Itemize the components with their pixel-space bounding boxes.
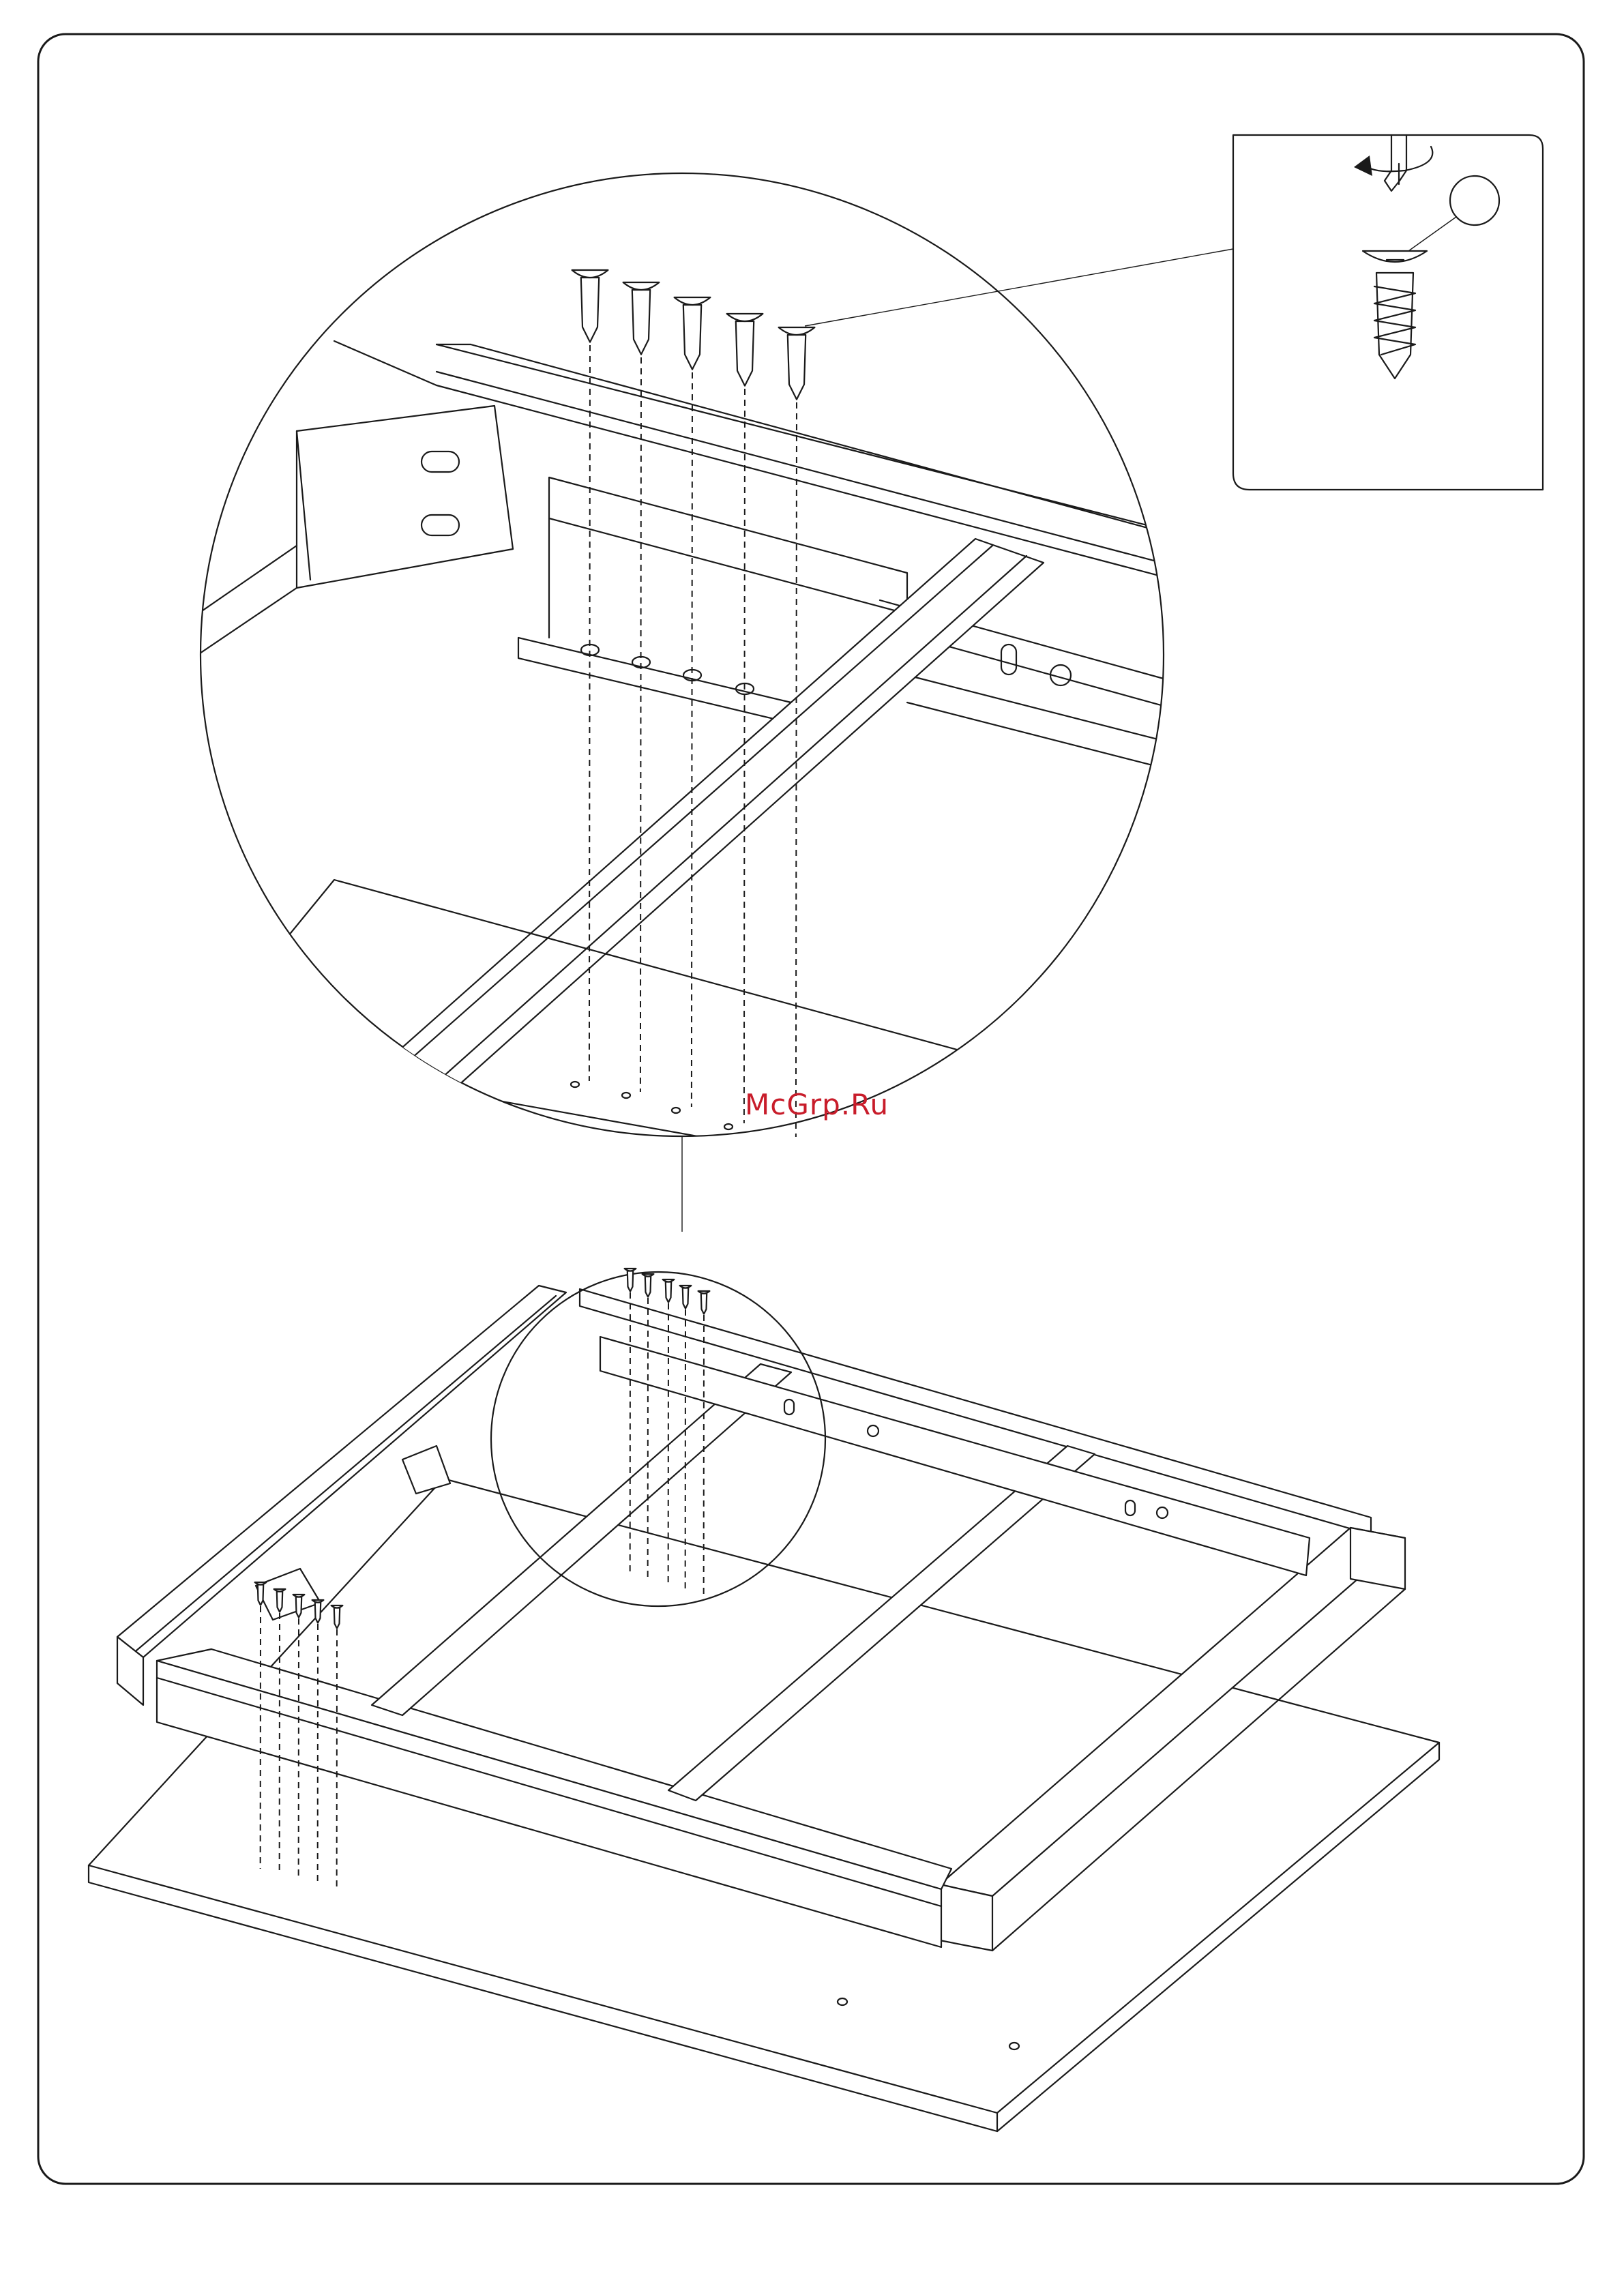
screw-callout (1233, 135, 1543, 490)
front-brackets (256, 1569, 321, 1620)
frame-back-beam (580, 1289, 1371, 1535)
screw-icon (1363, 251, 1427, 379)
detail-magnifier (198, 173, 1233, 1232)
part-label-circle (1450, 176, 1499, 225)
crossbar (368, 539, 1044, 1105)
corner-bracket (297, 406, 513, 588)
rail (549, 477, 907, 614)
wood-screw-4 (727, 314, 763, 1123)
screwdriver-icon (1385, 135, 1406, 191)
main-assembly (89, 1269, 1439, 2131)
callout-leader (805, 249, 1233, 326)
watermark: McGrp.Ru (745, 1088, 889, 1121)
rail (600, 1337, 1310, 1575)
rotate-arrow-icon (1354, 147, 1432, 176)
